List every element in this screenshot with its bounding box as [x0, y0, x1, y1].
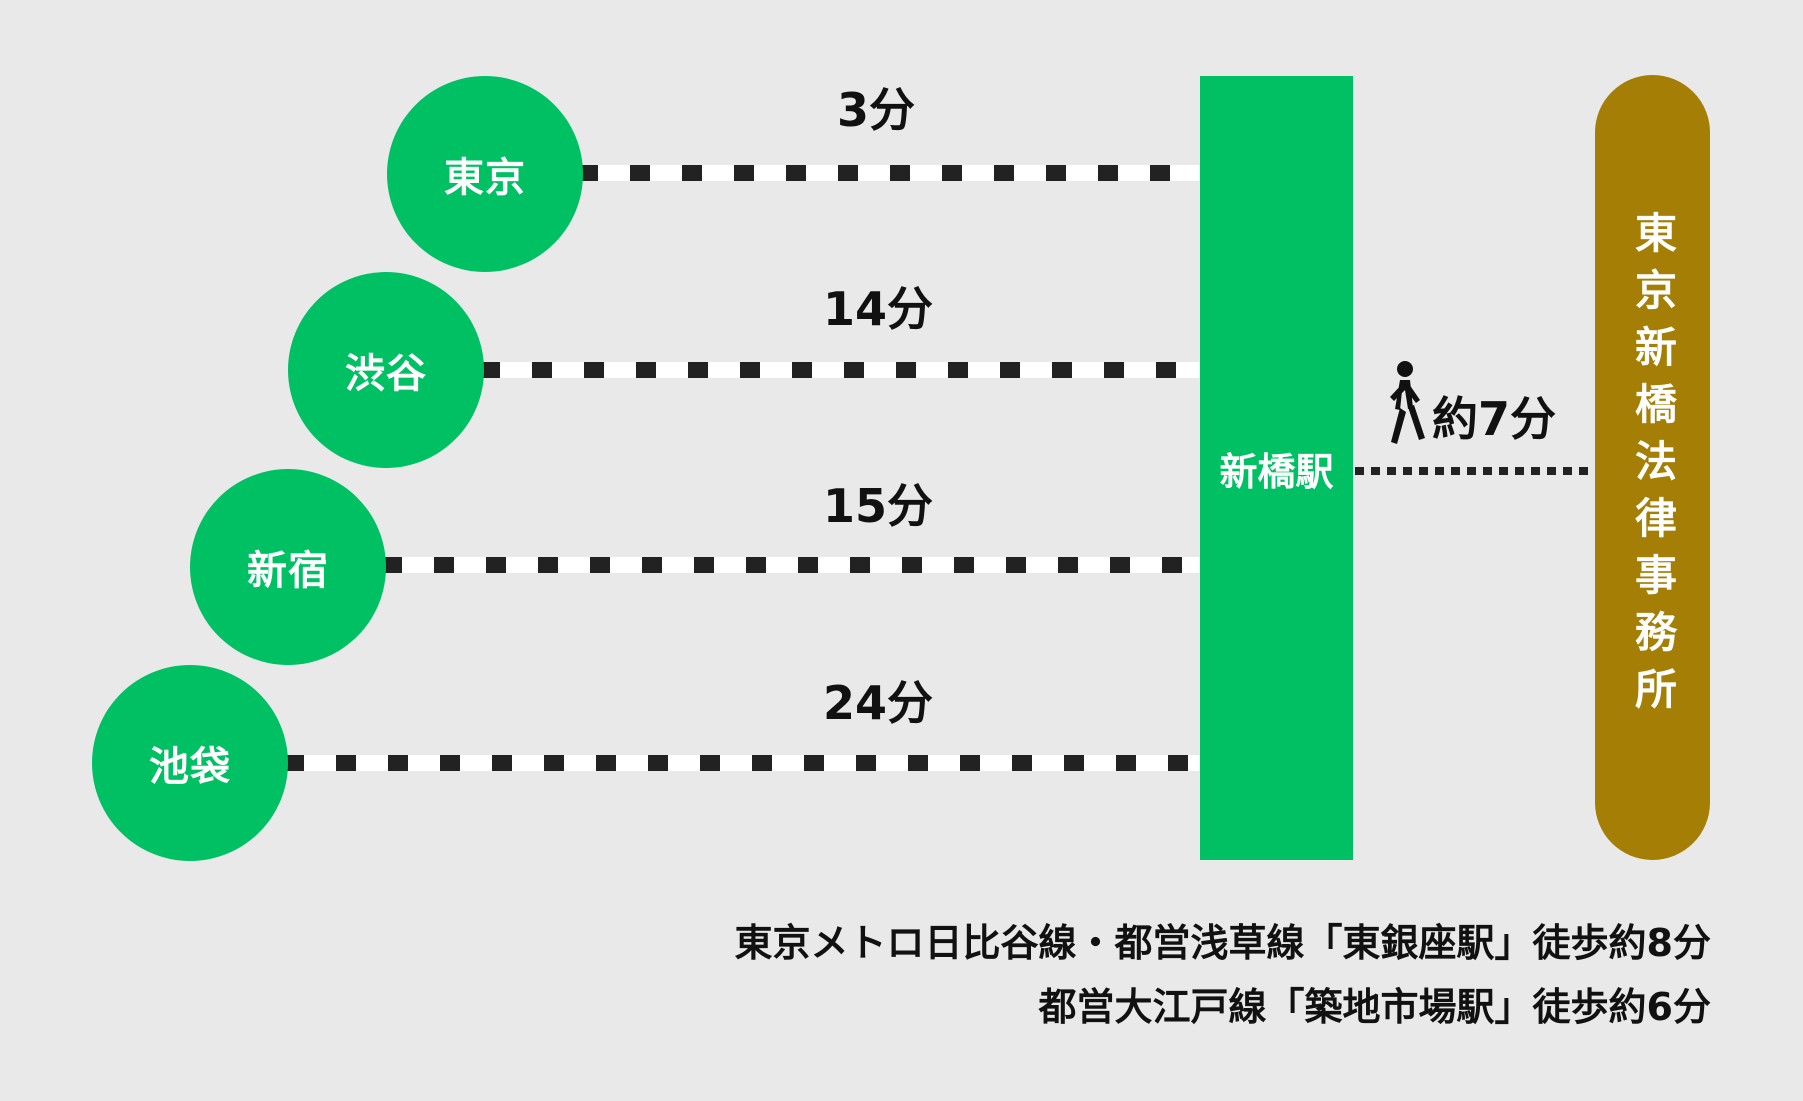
- station-circle-ikebukuro: 池袋: [92, 665, 288, 861]
- station-label-ikebukuro: 池袋: [149, 744, 231, 790]
- walking-path-line: [1355, 467, 1592, 475]
- station-label-tokyo: 東京: [444, 155, 526, 201]
- station-circle-shibuya: 渋谷: [288, 272, 484, 468]
- station-circle-tokyo: 東京: [387, 76, 583, 272]
- travel-time-tokyo: 3分: [836, 83, 915, 137]
- station-label-shibuya: 渋谷: [345, 351, 427, 397]
- hub-station-label: 新橋駅: [1219, 449, 1334, 494]
- hub-station-shinbashi: 新橋駅: [1200, 76, 1353, 860]
- travel-time-ikebukuro: 24分: [822, 676, 933, 730]
- rail-line-shinjuku: [382, 557, 1202, 573]
- rail-line-tokyo: [578, 165, 1202, 181]
- walking-person-icon: [1390, 361, 1425, 444]
- rail-line-shibuya: [480, 362, 1202, 378]
- office-pill: 東京新橋法律事務所: [1595, 75, 1710, 860]
- access-note-higashi-ginza: 東京メトロ日比谷線・都営浅草線「東銀座駅」徒歩約8分: [734, 921, 1711, 965]
- rail-line-ikebukuro: [284, 755, 1202, 771]
- station-circle-shinjuku: 新宿: [190, 469, 386, 665]
- walking-time-label: 約7分: [1432, 392, 1557, 446]
- access-note-tsukiji-shijo: 都営大江戸線「築地市場駅」徒歩約6分: [1038, 985, 1711, 1029]
- travel-time-shibuya: 14分: [822, 282, 933, 336]
- travel-time-shinjuku: 15分: [822, 479, 933, 533]
- station-label-shinjuku: 新宿: [247, 548, 329, 594]
- office-name: 東京新橋法律事務所: [1628, 211, 1678, 724]
